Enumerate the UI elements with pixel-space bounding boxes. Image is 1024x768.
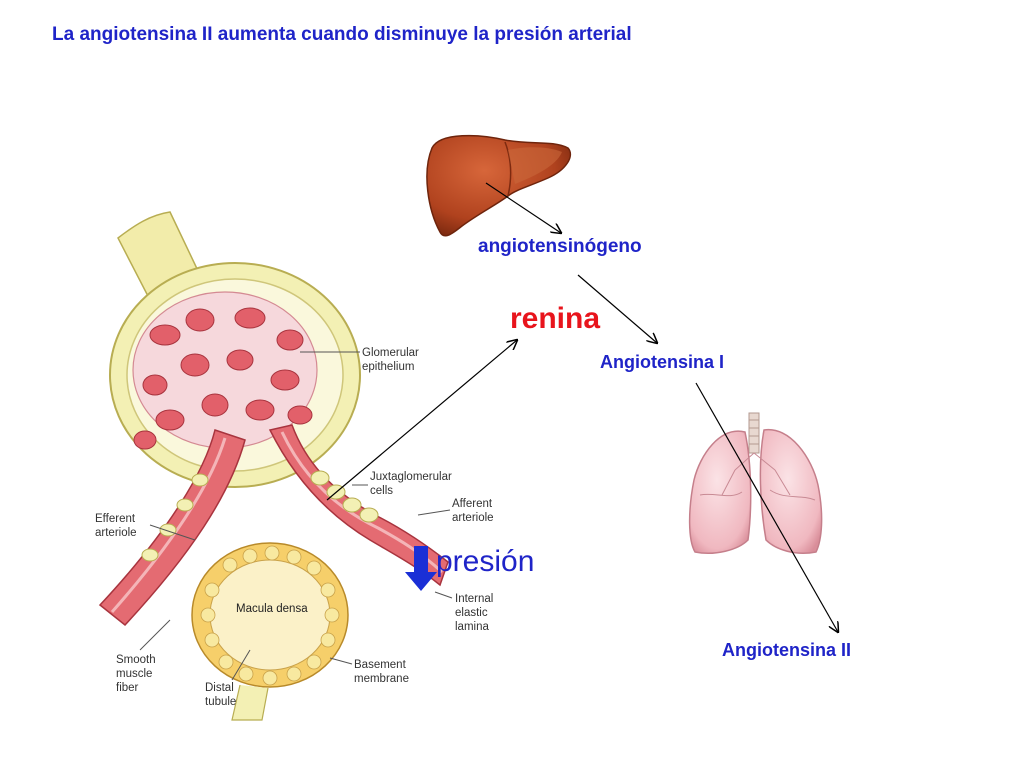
label-macula-densa: Macula densa [236,603,308,615]
arrow-liver-to-angiotensinogen [485,182,561,233]
decrease-arrow-icon [405,546,437,591]
juxtaglomerular-apparatus-illustration [98,211,453,721]
label-afferent-arteriole: Afferent arteriole [452,498,494,524]
arrow-angiotensinogen-to-angiotensin-i [577,274,657,343]
label-pressure: presión [436,545,535,578]
lungs-illustration [688,412,823,554]
label-distal-tubule: Distal tubule [205,682,237,708]
arrow-jg-cells-to-renin [326,340,517,501]
label-juxtaglomerular-cells: Juxtaglomerular cells [370,471,452,497]
label-smooth-muscle-fiber: Smooth muscle fiber [116,654,156,694]
label-glomerular-epithelium: Glomerular epithelium [362,347,419,373]
label-angiotensin-ii: Angiotensina II [722,640,852,660]
label-renin: renina [510,302,601,335]
liver-illustration [426,134,572,237]
label-basement-membrane: Basement membrane [354,659,409,685]
label-efferent-arteriole: Efferent arteriole [95,513,137,539]
label-angiotensinogen: angiotensinógeno [478,236,642,257]
label-internal-elastic-lamina: Internal elastic lamina [455,593,494,633]
slide-title: La angiotensina II aumenta cuando dismin… [52,24,632,45]
label-angiotensin-i: Angiotensina I [600,352,725,372]
arrow-angiotensin-i-to-angiotensin-ii [695,382,838,632]
